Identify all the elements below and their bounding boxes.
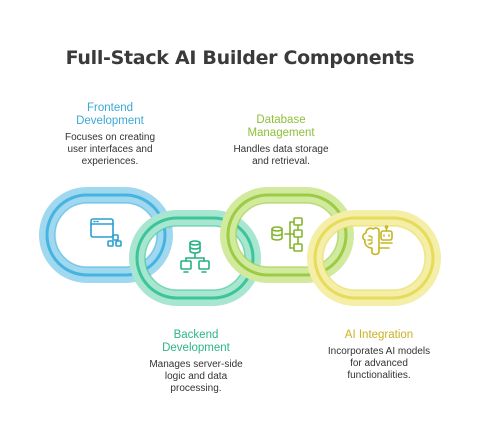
ai-link <box>307 210 441 306</box>
database-link <box>220 187 354 283</box>
ai-label: AI Integration Incorporates AI models fo… <box>314 329 444 382</box>
backend-heading: Backend Development <box>162 329 230 354</box>
page-title: Full-Stack AI Builder Components <box>65 47 415 69</box>
frontend-label: Frontend Development Focuses on creating… <box>50 102 170 168</box>
ai-heading: AI Integration <box>344 329 414 341</box>
backend-label: Backend Development Manages server-side … <box>136 329 256 395</box>
database-heading: Database Management <box>247 114 315 139</box>
backend-description: Manages server-side logic and data proce… <box>149 359 243 394</box>
frontend-heading: Frontend Development <box>76 102 144 127</box>
ai-description: Incorporates AI models for advanced func… <box>327 346 431 381</box>
frontend-link <box>39 187 173 283</box>
database-nodes-icon <box>271 217 303 252</box>
brain-robot-icon <box>362 225 393 256</box>
database-description: Handles data storage and retrieval. <box>233 144 329 167</box>
browser-window-icon <box>90 218 122 247</box>
frontend-description: Focuses on creating user interfaces and … <box>64 132 156 167</box>
server-network-icon <box>180 240 210 273</box>
database-label: Database Management Handles data storage… <box>222 114 340 168</box>
